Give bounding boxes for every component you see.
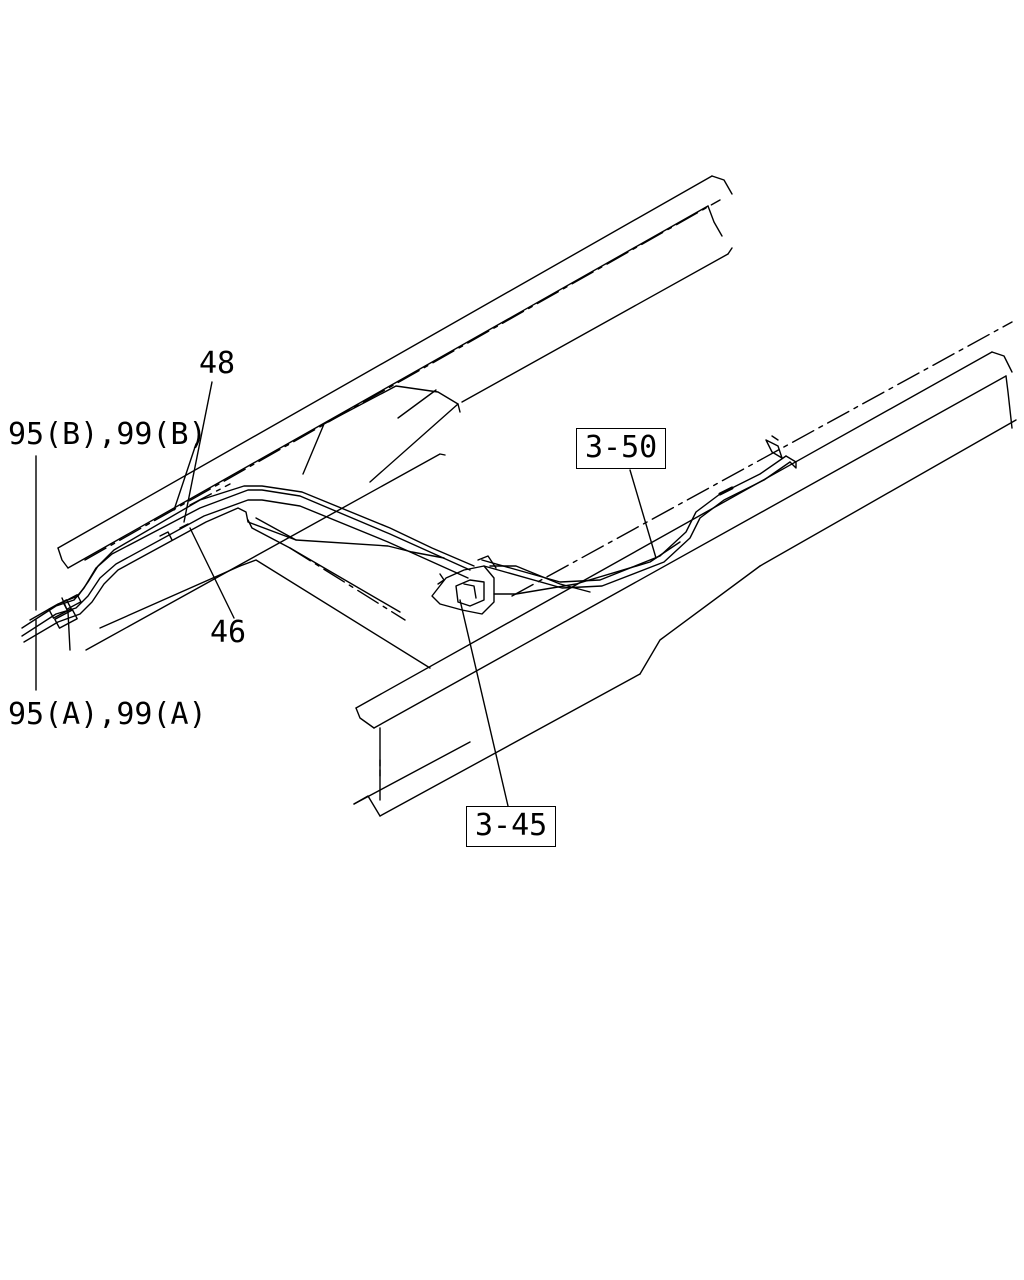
- callout-95a-99a: 95(A),99(A): [8, 697, 207, 732]
- callout-46: 46: [210, 615, 247, 650]
- callout-48: 48: [199, 346, 236, 381]
- right-frame-rail: [353, 321, 1017, 817]
- leader-lines: [35, 381, 657, 807]
- brake-line-right: [481, 435, 797, 589]
- cross-member: [99, 517, 431, 669]
- reference-box-3-50[interactable]: 3-50: [576, 428, 667, 469]
- brake-pipe-assembly: [21, 485, 475, 643]
- left-frame-rail: [57, 175, 733, 651]
- callout-95b-99b: 95(B),99(B): [8, 417, 207, 452]
- reference-box-3-45[interactable]: 3-45: [466, 806, 557, 847]
